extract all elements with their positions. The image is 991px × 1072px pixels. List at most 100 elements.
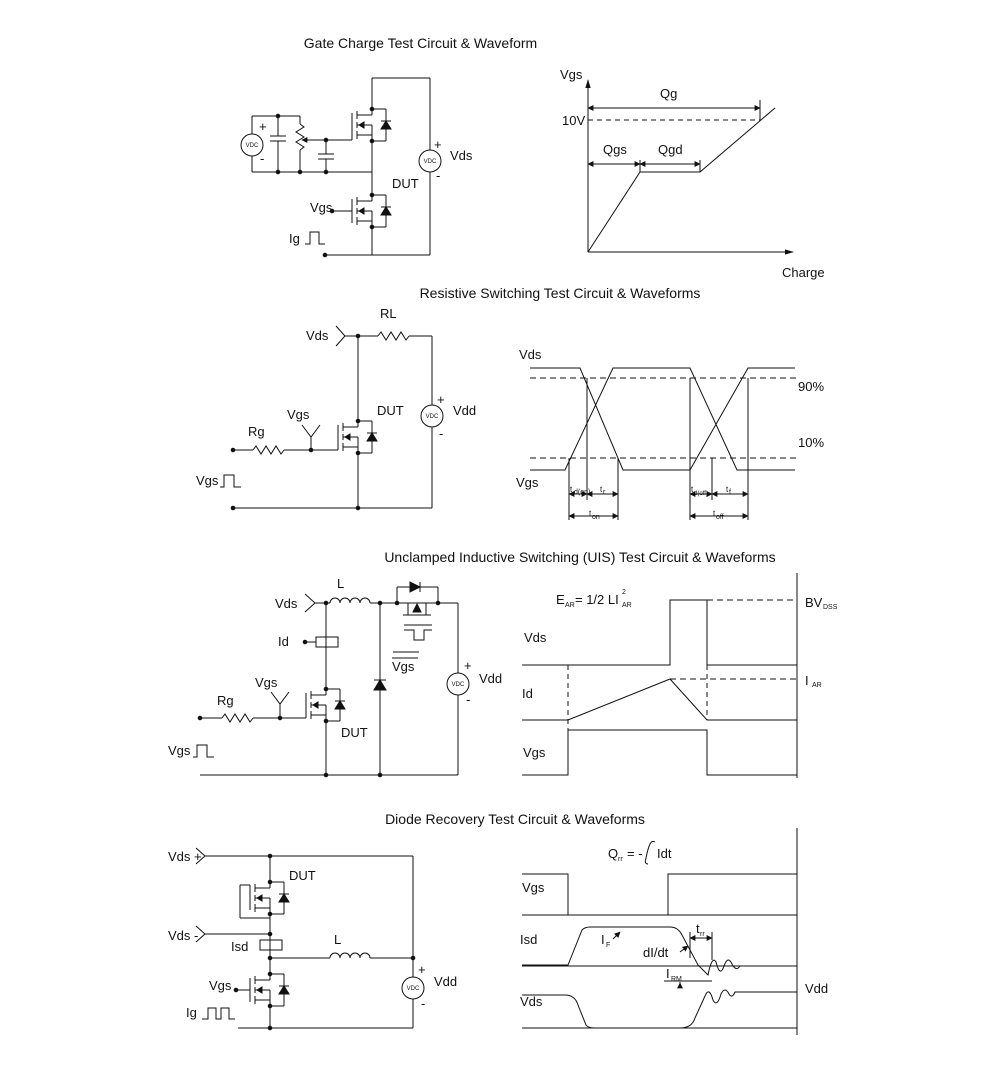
ear-e: E: [556, 592, 565, 607]
vds-label: Vds: [519, 347, 542, 362]
90-percent-label: 90%: [798, 379, 824, 394]
qrr-eq: = -: [627, 846, 643, 861]
mosfet-top: [351, 102, 392, 148]
vdc-label: VDC: [452, 682, 465, 688]
lower-mosfet: [249, 967, 290, 1013]
qg-label: Qg: [660, 86, 677, 101]
td-off-label: d(off): [694, 491, 708, 497]
vdd-label: Vdd: [805, 981, 828, 996]
iar-label: I: [805, 673, 809, 688]
t-label: t: [726, 485, 729, 494]
tr-label: r: [603, 489, 606, 496]
id-label: Id: [278, 634, 289, 649]
l-label: L: [337, 576, 344, 591]
id-label: Id: [522, 686, 533, 701]
qgd-label: Qgd: [658, 142, 683, 157]
diode-recovery-waveform: Q rr = - Idt Vgs Isd Vds I F dI/dt t rr …: [520, 828, 828, 1035]
t-label: t: [589, 509, 592, 518]
t-label: t: [570, 485, 573, 494]
didt-label: dI/dt: [643, 945, 669, 960]
vds-label: Vds: [306, 328, 329, 343]
vgs-pulse-label: Vgs: [196, 473, 219, 488]
minus-sign: -: [436, 168, 440, 183]
ear-sub: AR: [565, 602, 575, 609]
qrr-sub: rr: [618, 856, 623, 863]
if-sub: F: [606, 942, 610, 949]
vdc-label: VDC: [426, 414, 439, 420]
ear-sub2: AR: [622, 602, 632, 609]
vds-plus-label: Vds +: [168, 849, 202, 864]
vgs-bar-label: Vgs: [392, 659, 415, 674]
svg-text:-: -: [421, 996, 425, 1011]
ig-label: Ig: [289, 231, 300, 246]
isd-label: Isd: [231, 939, 248, 954]
dut-mosfet: [351, 188, 392, 234]
qrr-idt: Idt: [657, 846, 672, 861]
vds-minus-label: Vds -: [168, 928, 198, 943]
10-percent-label: 10%: [798, 435, 824, 450]
plus-sign: +: [434, 137, 442, 152]
vds-label: Vds: [524, 630, 547, 645]
vdc-label: VDC: [246, 143, 259, 149]
dut-label: DUT: [377, 403, 404, 418]
vds-label: Vds: [520, 994, 543, 1009]
vgs-pulse-label: Vgs: [168, 743, 191, 758]
vds-label: Vds: [450, 148, 473, 163]
t-label: t: [600, 485, 603, 494]
vgs-label: Vgs: [287, 407, 310, 422]
irm-sub: RM: [671, 976, 682, 983]
ton-label: on: [592, 514, 600, 521]
vds-label: Vds: [275, 596, 298, 611]
qrr-q: Q: [608, 846, 618, 861]
dut-label: DUT: [392, 176, 419, 191]
isd-label: Isd: [520, 932, 537, 947]
resistive-switching-title: Resistive Switching Test Circuit & Wavef…: [419, 285, 701, 301]
dut-mosfet: [249, 875, 290, 921]
vgs-label: Vgs: [523, 745, 546, 760]
minus-sign: -: [260, 151, 264, 166]
bv-label: BV: [805, 595, 823, 610]
dut-mosfet: [305, 682, 346, 728]
vgs-label: Vgs: [209, 978, 232, 993]
diode-recovery-circuit: Vds + DUT Vds - Isd L VDC + - Vdd: [168, 847, 457, 1031]
vdd-label: Vdd: [453, 403, 476, 418]
svg-text:-: -: [439, 426, 443, 441]
rg-label: Rg: [248, 424, 265, 439]
resistive-waveform: Vds Vgs 90% 10% t d(on) t r t d(off) t f…: [516, 347, 824, 521]
dut-mosfet: [337, 414, 378, 460]
trr-sub: rr: [700, 931, 705, 938]
t-label: t: [713, 509, 716, 518]
uis-waveform: E AR = 1/2 LI 2 AR Vds Id Vgs BV DSS I A…: [522, 573, 838, 778]
toff-label: off: [716, 514, 724, 521]
gate-charge-waveform: Vgs Charge 10V Qg Qgs Qgd: [560, 67, 825, 280]
ear-equation: = 1/2 LI: [575, 592, 619, 607]
ear-superscript: 2: [622, 589, 626, 596]
vgs-label: Vgs: [255, 675, 278, 690]
t-label: t: [691, 485, 694, 494]
iar-sub: AR: [812, 682, 822, 689]
trr-label: t: [696, 921, 700, 936]
l-label: L: [334, 932, 341, 947]
dut-label: DUT: [289, 868, 316, 883]
vdd-label: Vdd: [434, 974, 457, 989]
gate-charge-circuit: VDC + - VDC + -: [240, 77, 473, 258]
rl-label: RL: [380, 306, 397, 321]
gate-charge-title: Gate Charge Test Circuit & Waveform: [303, 35, 538, 51]
uis-title: Unclamped Inductive Switching (UIS) Test…: [384, 549, 776, 565]
vgs-label: Vgs: [522, 880, 545, 895]
irm-label: I: [666, 966, 670, 981]
vgs-label: Vgs: [310, 200, 333, 215]
svg-text:-: -: [466, 692, 470, 707]
qgs-label: Qgs: [603, 142, 627, 157]
ig-label: Ig: [186, 1005, 197, 1020]
td-on-label: d(on): [574, 489, 590, 496]
vdc-label: VDC: [407, 986, 420, 992]
svg-text:+: +: [464, 658, 472, 673]
vgs-label: Vgs: [516, 475, 539, 490]
bv-sub: DSS: [823, 604, 838, 611]
svg-text:+: +: [418, 962, 426, 977]
10v-label: 10V: [562, 113, 585, 128]
tf-label: f: [729, 489, 731, 496]
resistive-circuit: Vds RL VDC + - Vdd DUT Rg Vgs Vgs: [196, 306, 476, 511]
